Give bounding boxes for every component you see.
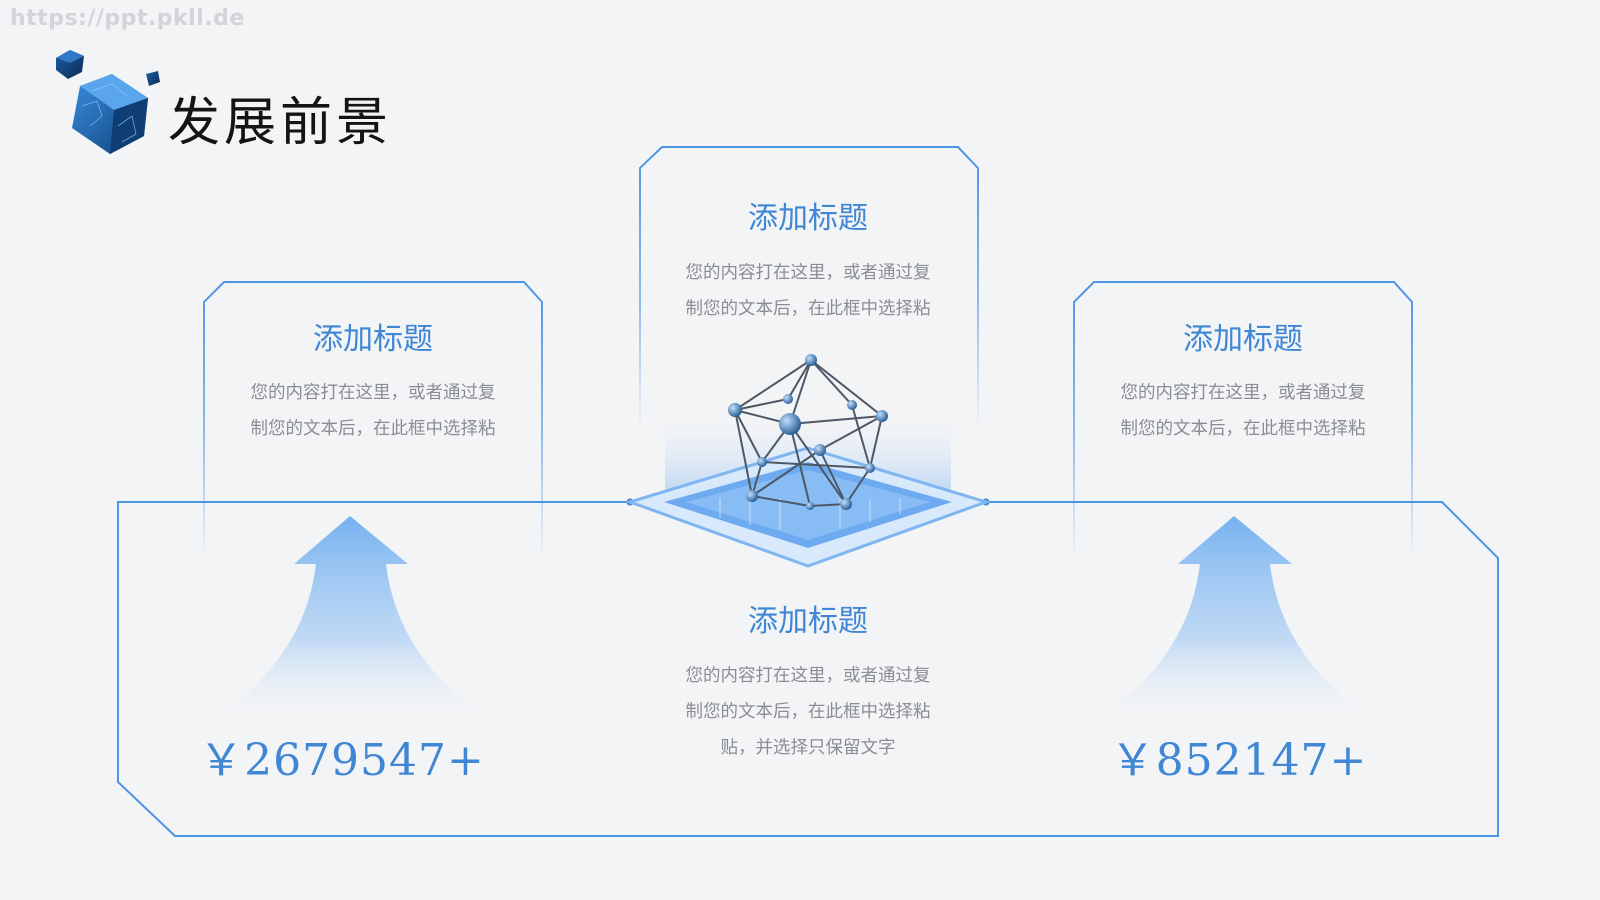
left-card-title: 添加标题 <box>313 322 433 357</box>
right-price: ￥852147+ <box>1110 735 1368 786</box>
right-card-frame <box>1073 281 1413 560</box>
bottom-body: 您的内容打在这里，或者通过复 制您的文本后，在此框中选择粘 贴，并选择只保留文字 <box>643 658 973 766</box>
page-title: 发展前景 <box>168 93 393 153</box>
bottom-frame <box>117 501 1499 837</box>
center-card-body: 您的内容打在这里，或者通过复 制您的文本后，在此框中选择粘 <box>643 255 973 327</box>
bottom-line: 您的内容打在这里，或者通过复 <box>685 666 931 686</box>
left-card-body: 您的内容打在这里，或者通过复 制您的文本后，在此框中选择粘 <box>208 375 538 447</box>
cube-icon <box>56 50 160 154</box>
bottom-title: 添加标题 <box>748 604 868 639</box>
left-card-frame <box>203 281 543 560</box>
left-card-line: 您的内容打在这里，或者通过复 <box>250 383 496 403</box>
left-price: ￥2679547+ <box>199 735 485 786</box>
center-card-title: 添加标题 <box>748 201 868 236</box>
right-card-title: 添加标题 <box>1183 322 1303 357</box>
watermark: https://ppt.pkll.de <box>10 6 245 31</box>
left-card-line: 制您的文本后，在此框中选择粘 <box>250 419 496 439</box>
center-card-line: 您的内容打在这里，或者通过复 <box>685 263 931 283</box>
right-card-line: 您的内容打在这里，或者通过复 <box>1120 383 1366 403</box>
bottom-line: 制您的文本后，在此框中选择粘 <box>685 702 931 722</box>
up-arrow-icon <box>1094 516 1376 722</box>
up-arrow-icon <box>210 516 492 722</box>
center-card-frame <box>639 146 979 430</box>
right-card-body: 您的内容打在这里，或者通过复 制您的文本后，在此框中选择粘 <box>1078 375 1408 447</box>
center-card-line: 制您的文本后，在此框中选择粘 <box>685 299 931 319</box>
bottom-line: 贴，并选择只保留文字 <box>720 738 896 758</box>
network-nodes <box>728 354 888 510</box>
right-card-line: 制您的文本后，在此框中选择粘 <box>1120 419 1366 439</box>
